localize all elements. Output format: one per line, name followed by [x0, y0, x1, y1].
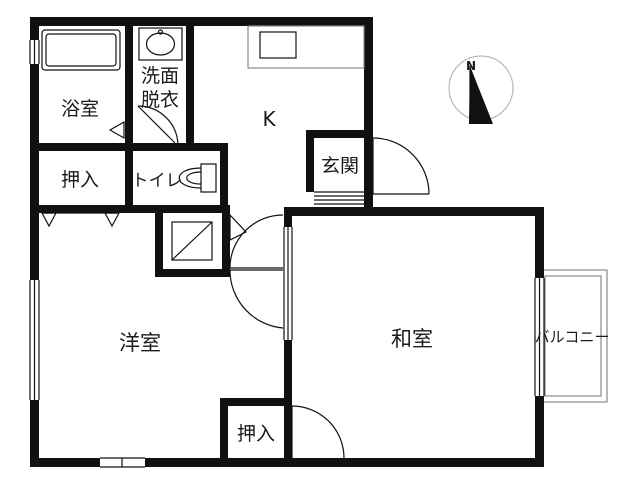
label-wash-line1: 洗面: [141, 65, 179, 87]
label-kitchen: K: [262, 107, 276, 131]
kitchen-sink: [247, 25, 365, 69]
label-closet-upper: 押入: [61, 169, 99, 191]
closet-shelf-marks: [40, 212, 121, 228]
label-closet-lower: 押入: [237, 423, 275, 445]
entrance-step: [314, 188, 364, 206]
toilet-fixture: [178, 163, 217, 193]
label-bath: 浴室: [61, 98, 99, 120]
label-entrance: 玄関: [321, 155, 359, 177]
bathtub: [41, 29, 121, 71]
north-arrow-icon: [469, 66, 493, 124]
door-swings: [108, 105, 430, 459]
compass-north-label: N: [466, 59, 476, 73]
washbasin: [138, 27, 183, 61]
label-balcony: バルコニー: [535, 328, 610, 346]
label-western-room: 洋室: [119, 331, 161, 355]
compass: [448, 55, 514, 124]
label-japanese-room: 和室: [391, 327, 433, 351]
label-toilet: トイレ: [132, 171, 183, 191]
windows: [29, 40, 545, 468]
walls: [30, 17, 544, 467]
utility-box: [171, 221, 213, 261]
label-wash-line2: 脱衣: [141, 89, 179, 111]
